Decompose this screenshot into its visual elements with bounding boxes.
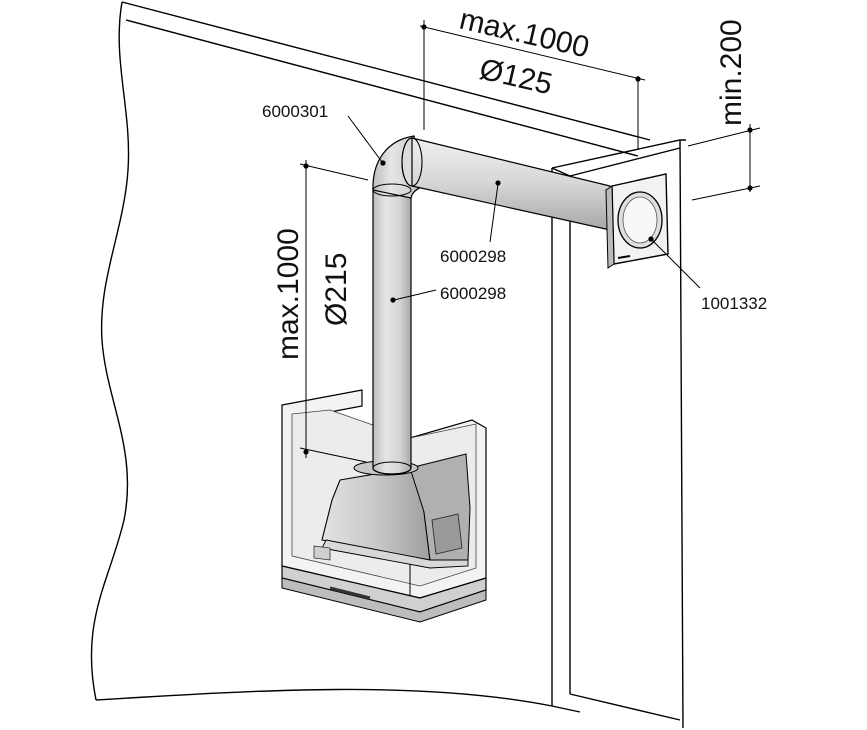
- elbow-part-label: 6000301: [262, 102, 328, 121]
- wall-outlet: [605, 173, 669, 269]
- horizontal-duct: [401, 137, 611, 231]
- dimension-horizontal: [419, 20, 646, 150]
- horizontal-length-label: max.1000: [456, 3, 592, 65]
- horizontal-diameter-label: Ø125: [476, 53, 555, 102]
- horizontal-duct-part-label: 6000298: [440, 247, 506, 266]
- dimension-min200: [687, 124, 761, 201]
- wall-offset-label: min.200: [715, 19, 748, 126]
- wall-outline: [90, 1, 686, 729]
- vertical-diameter-label: Ø215: [320, 253, 353, 326]
- vertical-duct: [372, 187, 412, 475]
- vertical-duct-part-label: 6000298: [440, 284, 506, 303]
- leader-lines: [347, 115, 701, 303]
- wall-outlet-part-label: 1001332: [701, 294, 767, 313]
- vertical-length-label: max.1000: [272, 228, 305, 360]
- dimension-vertical: [299, 160, 369, 463]
